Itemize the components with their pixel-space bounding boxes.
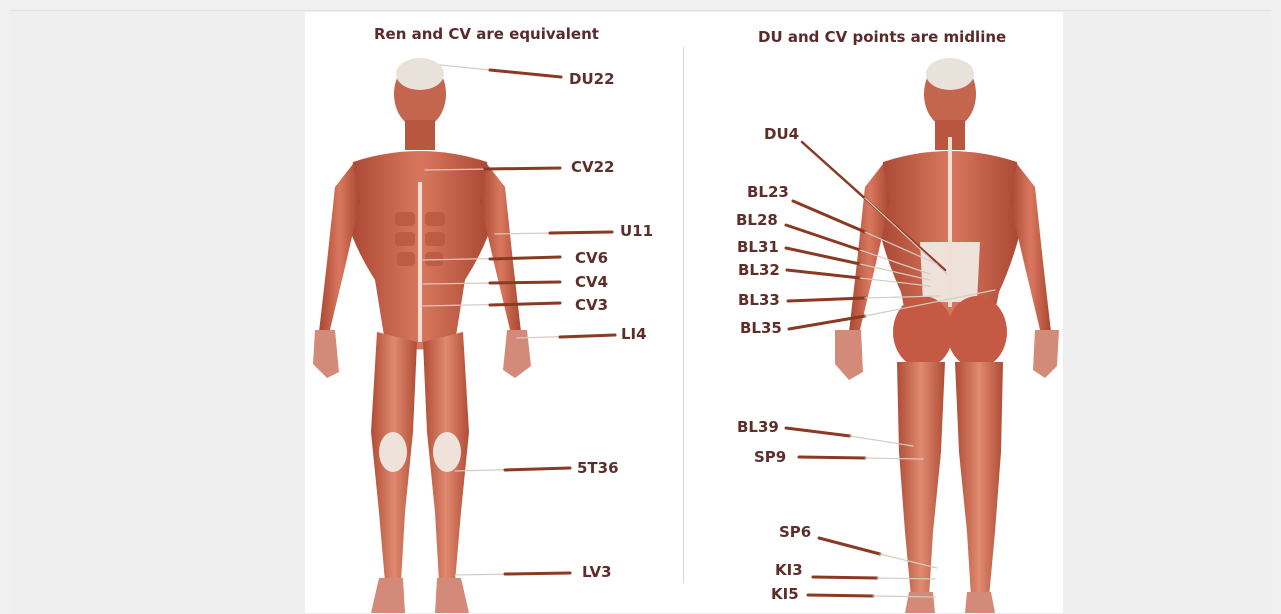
front-title: Ren and CV are equivalent <box>374 25 599 43</box>
point-label-5t36: 5T36 <box>577 459 619 477</box>
point-label-bl23: BL23 <box>747 183 789 201</box>
point-label-ki5: KI5 <box>771 585 799 603</box>
point-label-cv22: CV22 <box>571 158 615 176</box>
point-label-lv3: LV3 <box>582 563 612 581</box>
point-label-cv3: CV3 <box>575 296 608 314</box>
front-body-figure <box>313 58 531 613</box>
point-label-u11: U11 <box>620 222 653 240</box>
back-body-figure <box>835 58 1059 613</box>
point-label-bl32: BL32 <box>738 261 780 279</box>
point-label-bl31: BL31 <box>737 238 779 256</box>
point-label-cv6: CV6 <box>575 249 608 267</box>
point-label-bl33: BL33 <box>738 291 780 309</box>
point-label-du4: DU4 <box>764 125 799 143</box>
point-label-cv4: CV4 <box>575 273 608 291</box>
center-divider <box>683 47 684 583</box>
back-title: DU and CV points are midline <box>758 28 1006 46</box>
point-label-sp9: SP9 <box>754 448 786 466</box>
anatomy-figures <box>305 12 1063 613</box>
point-label-sp6: SP6 <box>779 523 811 541</box>
point-label-bl28: BL28 <box>736 211 778 229</box>
point-label-ki3: KI3 <box>775 561 803 579</box>
acupuncture-chart-panel: Ren and CV are equivalent DU and CV poin… <box>305 12 1063 613</box>
point-label-bl35: BL35 <box>740 319 782 337</box>
point-label-li4: LI4 <box>621 325 647 343</box>
point-label-bl39: BL39 <box>737 418 779 436</box>
point-label-du22: DU22 <box>569 70 615 88</box>
